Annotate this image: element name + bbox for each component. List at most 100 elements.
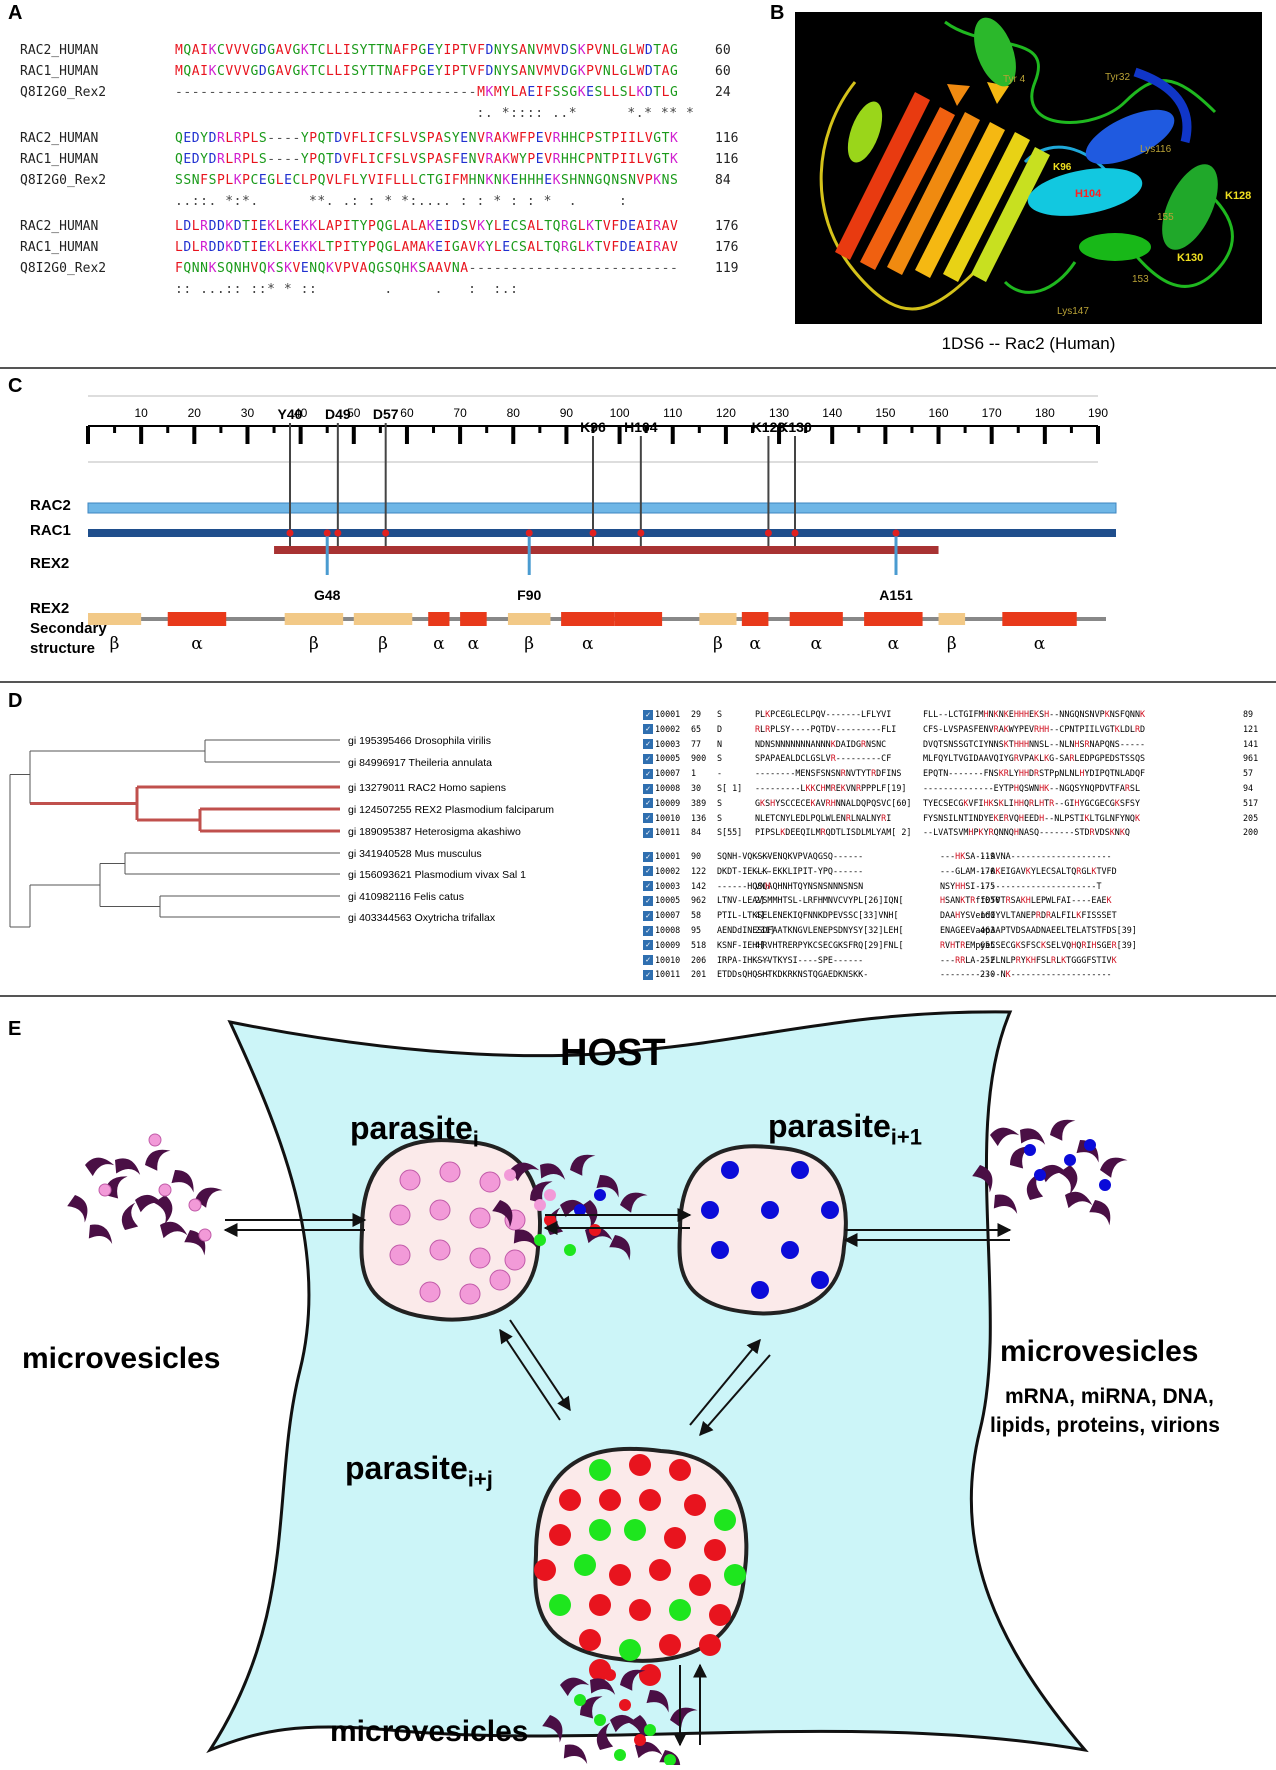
green-particle (574, 1554, 596, 1576)
red-particle (629, 1454, 651, 1476)
ruler-tick-label: 30 (241, 406, 255, 420)
checkbox-icon[interactable]: ✓ (643, 955, 653, 966)
microvesicle-crescent (492, 1200, 513, 1228)
ruler-tick-label: 60 (400, 406, 414, 420)
sequence-residues: ------------------------------------MKMY… (175, 85, 679, 100)
checkbox-icon[interactable]: ✓ (643, 866, 653, 877)
msa-cell: D (717, 723, 723, 734)
ruler-tick (697, 426, 701, 433)
site-label: D49 (325, 406, 351, 422)
checkbox-icon[interactable]: ✓ (643, 724, 653, 735)
microvesicle-crescent (1058, 1165, 1078, 1195)
consensus-symbols: :: ...:: ::* * :: . . : :.: (175, 282, 519, 297)
msa-cell: 65 (691, 723, 702, 734)
checkbox-icon[interactable]: ✓ (643, 969, 653, 980)
sequence-end-position: 24 (715, 85, 731, 100)
msa-cell: FYSNSILNTINDYEKERVQHEEDH--NLPSTIKLTGLNFY… (923, 812, 1141, 823)
ruler-tick-label: 40 (294, 406, 308, 420)
checkbox-icon[interactable]: ✓ (643, 925, 653, 936)
microvesicle-crescent (596, 1722, 614, 1750)
msa-cell: 84 (691, 827, 702, 838)
microvesicle-crescent (88, 1224, 113, 1244)
pink-particle (439, 1161, 461, 1183)
msa-cell: DAAHYSVendIYVLTANEPRDRALFILKFISSSET (940, 910, 1117, 921)
green-particle (589, 1459, 611, 1481)
msa-cell: 10003 (655, 880, 681, 891)
msa-cell: S[ 1] (717, 783, 743, 793)
checkbox-icon[interactable]: ✓ (643, 851, 653, 862)
red-particle (649, 1559, 671, 1581)
checkbox-icon[interactable]: ✓ (643, 709, 653, 720)
green-particle (724, 1564, 746, 1586)
mixed-particle (534, 1234, 546, 1246)
pink-particle (389, 1244, 411, 1266)
microvesicle-crescent (610, 1714, 639, 1733)
alpha-helix-segment (167, 612, 227, 626)
pink-particle (98, 1183, 112, 1197)
taxon-label: gi 189095387 Heterosigma akashiwo (348, 826, 521, 838)
microvesicle-crescent (1040, 1164, 1069, 1183)
checkbox-icon[interactable]: ✓ (643, 910, 653, 921)
cargo-line-2: lipids, proteins, virions (990, 1414, 1220, 1437)
msa-cell: S[55] (717, 827, 743, 838)
alpha-helix-segment (789, 612, 843, 626)
blue-particle (791, 1161, 809, 1179)
ruler-tick (219, 426, 223, 433)
msa-cell: --LVATSVMHPKYRQNNQHNASQ-------STDRVDSKNK… (923, 827, 1130, 838)
checkbox-icon[interactable]: ✓ (643, 753, 653, 764)
sequence-name: RAC2_HUMAN (20, 43, 99, 58)
blue-particle (1099, 1179, 1111, 1191)
transfer-arrow (689, 1338, 761, 1426)
msa-cell: 200 (1243, 827, 1259, 838)
site-label: K130 (778, 419, 812, 435)
checkbox-icon[interactable]: ✓ (643, 827, 653, 838)
sequence-name: RAC1_HUMAN (20, 64, 99, 79)
msa-cell: N (717, 738, 723, 749)
checkbox-icon[interactable]: ✓ (643, 940, 653, 951)
msa-cell: VNH (755, 880, 771, 891)
sequence-name: RAC1_HUMAN (20, 152, 99, 167)
checkbox-icon[interactable]: ✓ (643, 798, 653, 809)
msa-cell: KSNF-IEHHRVHTRERPYKCSECGKSFRQ[29]FNL[ (717, 939, 904, 950)
microvesicle-crescent (529, 1181, 553, 1204)
checkbox-icon[interactable]: ✓ (643, 768, 653, 779)
consensus-row: :. *:::: ..* *.* ** * (20, 103, 760, 124)
checkbox-icon[interactable]: ✓ (643, 813, 653, 824)
ruler-tick-label: 90 (560, 406, 574, 420)
label-k96: K96 (1053, 162, 1072, 173)
checkbox-icon[interactable]: ✓ (643, 783, 653, 794)
ruler-tick (591, 426, 595, 433)
msa-cell: --------MENSFSNSNRNVTYTRDFINS (755, 768, 902, 779)
microvesicle-crescent (153, 1195, 173, 1225)
ruler-tick (325, 426, 329, 433)
pink-particle (429, 1239, 451, 1261)
row-label-secondary: Secondary (30, 620, 107, 637)
sequence-residues: FQNNKSQNHVQKSKVENQKVPVAQGSQHKSAAVNA-----… (175, 261, 679, 276)
label-h104: H104 (1075, 188, 1102, 200)
msa-cell: 90 (691, 851, 702, 861)
microvesicle-crescent (570, 1154, 596, 1176)
checkbox-icon[interactable]: ✓ (643, 881, 653, 892)
msa-cell: FLL--LCTGIFMHNKNKEHHHEKSH--NNGQNSNVPKNSF… (923, 709, 1146, 719)
ss-symbol: β (309, 634, 319, 654)
msa-cell: 10010 (655, 954, 681, 965)
microvesicle-crescent (85, 1157, 115, 1177)
site-label: K96 (580, 419, 606, 435)
row-label-rac1: RAC1 (30, 522, 71, 539)
msa-cell: 10005 (655, 753, 681, 764)
microvesicle-crescent (1100, 1157, 1128, 1178)
checkbox-icon[interactable]: ✓ (643, 895, 653, 906)
sequence-end-position: 116 (715, 131, 739, 146)
ss-symbol: β (524, 634, 534, 654)
checkbox-icon[interactable]: ✓ (643, 739, 653, 750)
pink-particle (504, 1249, 526, 1271)
msa-cell: 205 (1243, 812, 1259, 823)
